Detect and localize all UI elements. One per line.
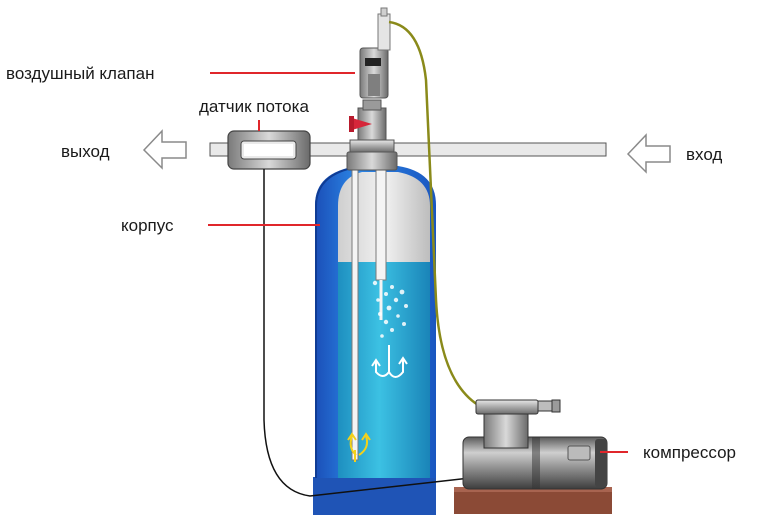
inlet-arrow-icon — [626, 133, 671, 174]
air-outlet-arrows-icon — [347, 432, 371, 462]
label-outlet: выход — [61, 142, 110, 161]
label-flow-sensor: датчик потока — [199, 97, 309, 116]
air-bubbles — [372, 280, 408, 338]
sensor-cable — [263, 169, 471, 497]
leader-lines — [208, 72, 628, 453]
flow-swirl-icon — [371, 345, 408, 378]
label-air-valve: воздушный клапан — [6, 64, 154, 83]
outlet-arrow-icon — [142, 129, 187, 170]
label-inlet: вход — [686, 145, 722, 164]
label-compressor: компрессор — [643, 443, 736, 462]
tank-housing — [313, 166, 436, 515]
red-valve-handle-icon — [349, 116, 372, 132]
label-housing: корпус — [121, 216, 174, 235]
compressor — [454, 399, 612, 514]
air-valve — [359, 7, 391, 99]
flow-sensor — [227, 130, 311, 170]
air-supply-tube — [388, 20, 479, 407]
tank-head — [346, 99, 398, 171]
